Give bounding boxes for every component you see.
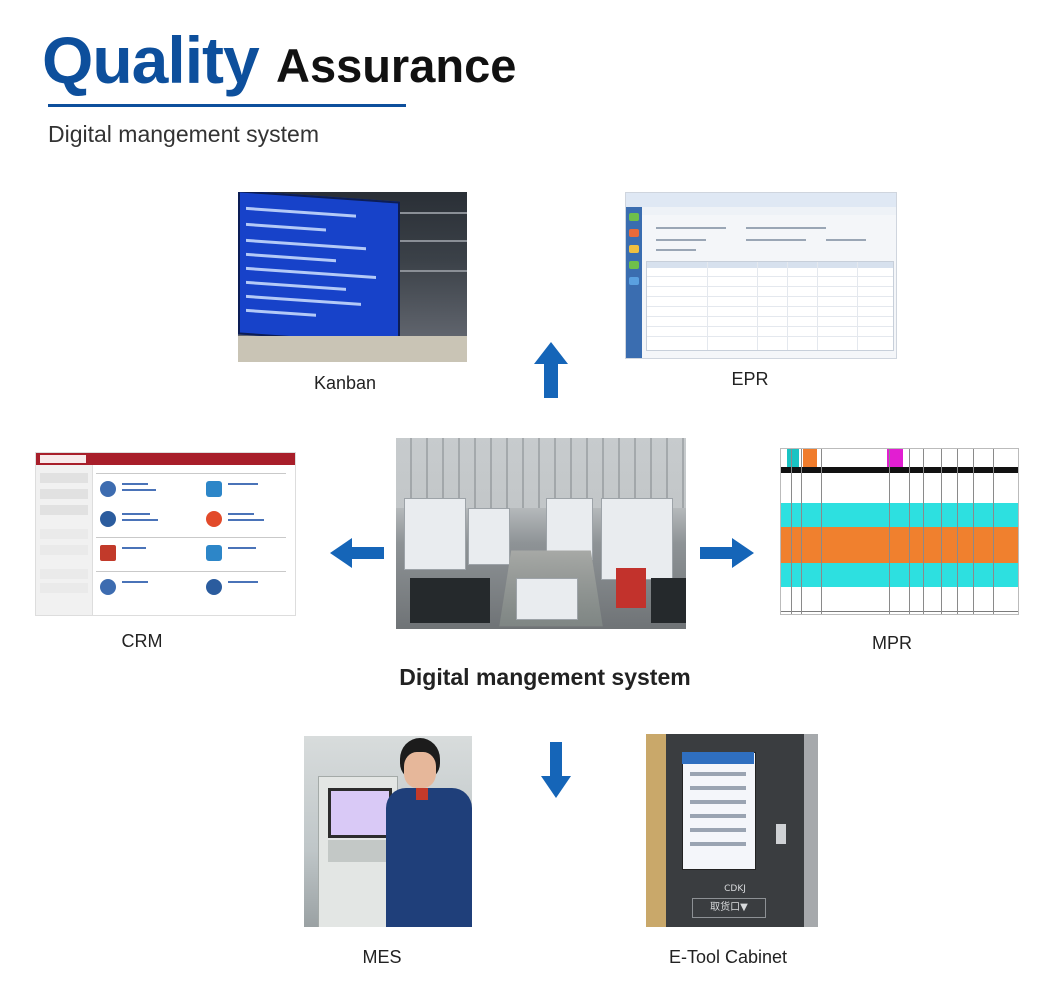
center-caption: Digital mangement system <box>399 664 691 690</box>
mpr-label: MPR <box>872 633 912 653</box>
kanban-label: Kanban <box>313 373 377 393</box>
factory-floor-photo <box>396 438 686 629</box>
title-quality: Quality <box>42 23 260 97</box>
etool-cabinet-photo: CDKJ 取货口▼ <box>646 734 818 927</box>
arrow-right-icon <box>700 538 754 568</box>
crm-label: CRM <box>121 631 163 651</box>
mes-terminal-photo <box>304 736 472 927</box>
arrow-down-icon <box>540 742 572 798</box>
title-assurance: Assurance <box>276 39 517 92</box>
kanban-photo <box>238 192 467 362</box>
etool-pickup-slot-label: 取货口▼ <box>692 898 766 918</box>
epr-screenshot <box>625 192 897 359</box>
mes-label: MES <box>362 947 402 967</box>
mpr-spreadsheet <box>780 448 1019 615</box>
page-subtitle: Digital mangement system <box>48 121 319 147</box>
epr-label: EPR <box>731 369 769 389</box>
etool-brand-text: CDKJ <box>724 884 746 894</box>
arrow-up-icon <box>533 342 569 398</box>
etool-label: E-Tool Cabinet <box>668 947 788 967</box>
crm-screenshot <box>35 452 296 616</box>
arrow-left-icon <box>330 538 384 568</box>
title-underline <box>48 104 406 107</box>
